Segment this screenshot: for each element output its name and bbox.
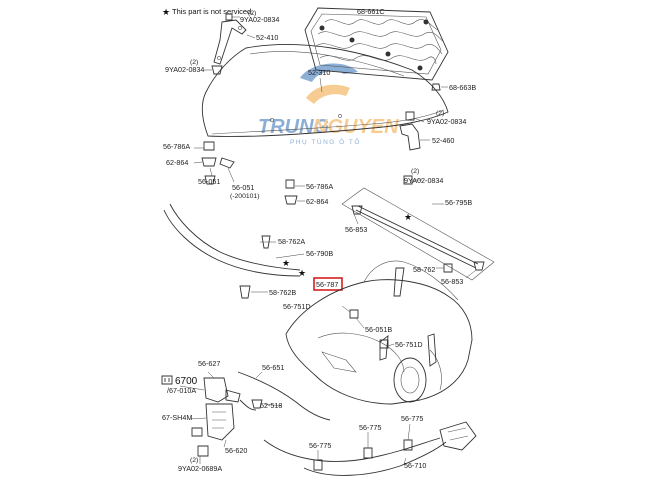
- watermark-brand-a: TRUNG: [258, 116, 329, 138]
- connector-icon: [161, 375, 173, 385]
- vehicle-front-body: [285, 260, 473, 405]
- label-56-620: 56-620: [225, 446, 247, 455]
- clip-68-663b: [431, 83, 448, 91]
- label-9ya-qty-right2: (2): [411, 168, 419, 175]
- star-icon-seal: ★: [282, 258, 290, 268]
- hinge-right-52-460: [399, 111, 430, 185]
- hood-bumper-left: [193, 141, 235, 185]
- label-56-710: 56-710: [404, 461, 426, 470]
- note-star-icon: ★: [162, 7, 170, 17]
- label-52-310: 52-310: [308, 68, 330, 77]
- hood-support-rod-box: [341, 187, 495, 281]
- label-56-775-a: 56-775: [309, 441, 331, 450]
- label-56-795b: 56-795B: [445, 198, 472, 207]
- label-58-762b: 58-762B: [269, 288, 296, 297]
- label-6700: 6700: [175, 376, 198, 387]
- label-9ya02-0834-left: 9YA02-0834: [165, 65, 204, 74]
- label-56-790b: 56-790B: [306, 249, 333, 258]
- label-67-sh4m: 67-SH4M: [162, 413, 192, 422]
- label-56-787: 56-787: [316, 280, 338, 289]
- label-56-786a-left: 56-786A: [163, 142, 190, 151]
- label-56-853-top: 56-853: [345, 225, 367, 234]
- label-9ya02-0834-right2: 9YA02-0834: [404, 176, 443, 185]
- label-62-864-mid: 62-864: [306, 197, 328, 206]
- watermark-brand-b: NGUYEN: [313, 116, 399, 138]
- watermark-emblem-accent: [306, 84, 350, 104]
- label-56-775-b: 56-775: [359, 423, 381, 432]
- label-56-775-c: 56-775: [401, 414, 423, 423]
- hood-panel: [201, 44, 449, 137]
- clip-58-762b: [239, 285, 268, 299]
- watermark-logo: TRUNG NGUYEN PHỤ TÙNG Ô TÔ: [258, 63, 399, 146]
- label-56-051-sub: (-200101): [230, 193, 259, 200]
- star-icon-rod: ★: [404, 212, 412, 222]
- watermark-tagline: PHỤ TÙNG Ô TÔ: [290, 137, 361, 146]
- label-58-762a: 58-762A: [278, 237, 305, 246]
- release-cable-56-651: [237, 371, 331, 421]
- label-62-864-left: 62-864: [166, 158, 188, 167]
- label-52-410: 52-410: [256, 33, 278, 42]
- label-56-751d-low: 56-751D: [395, 340, 423, 349]
- hood-bumper-mid: [284, 179, 305, 205]
- label-56-051-left: 56-051: [198, 177, 220, 186]
- label-52-460: 52-460: [432, 136, 454, 145]
- label-9ya-qty-left: (2): [190, 59, 198, 66]
- label-9ya-qty-right: (2): [436, 110, 444, 117]
- label-9ya-qty-top: (2): [248, 10, 256, 17]
- label-58-762-right: 58-762: [413, 265, 435, 274]
- label-9ya-qty-bottom: (2): [190, 457, 198, 464]
- clip-58-762a: [261, 235, 271, 249]
- hinge-left-52-410: [211, 13, 256, 75]
- label-56-751d-top: 56-751D: [283, 302, 311, 311]
- label-9ya02-0689a: 9YA02-0689A: [178, 464, 222, 473]
- label-56-853-right: 56-853: [441, 277, 463, 286]
- label-67-010a: /67-010A: [167, 386, 196, 395]
- star-icon-cable: ★: [298, 268, 306, 278]
- label-9ya02-0834-right: 9YA02-0834: [427, 117, 466, 126]
- note-text: This part is not serviced.: [172, 7, 253, 16]
- hood-latch-56-620: [179, 371, 241, 464]
- label-56-786a-mid: 56-786A: [306, 182, 333, 191]
- label-52-518: 52-518: [260, 401, 282, 410]
- label-56-051-mid: 56-051: [232, 183, 254, 192]
- hood-insulator: [304, 7, 449, 81]
- label-56-651: 56-651: [262, 363, 284, 372]
- label-68-661c: 68-661C: [357, 7, 385, 16]
- label-9ya02-0834-top: 9YA02-0834: [240, 15, 279, 24]
- watermark-emblem: [300, 63, 358, 82]
- label-68-663b: 68-663B: [449, 83, 476, 92]
- label-56-051b: 56-051B: [365, 325, 392, 334]
- label-56-627: 56-627: [198, 359, 220, 368]
- highlight-box-56-787: [313, 277, 343, 291]
- hood-seal-56-790b: [163, 203, 305, 277]
- release-cable-56-710: [263, 421, 477, 476]
